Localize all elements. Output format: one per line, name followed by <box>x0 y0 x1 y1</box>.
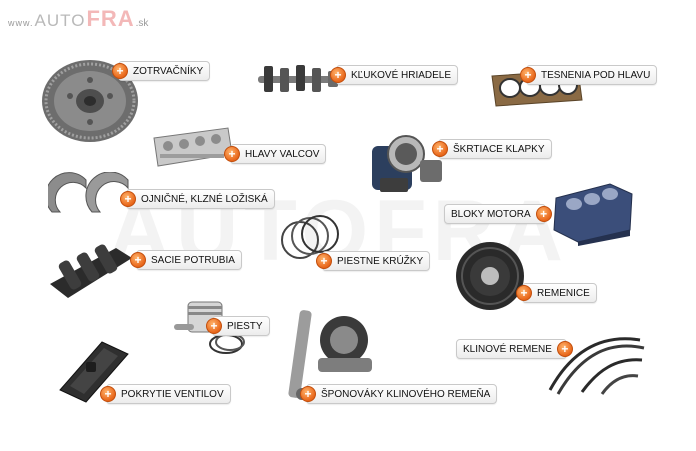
category-zotrvacniky[interactable]: + ZOTRVAČNÍKY <box>112 61 211 81</box>
category-sponovaky[interactable]: + ŠPONOVÁKY KLINOVÉHO REMEŇA <box>300 384 498 404</box>
cylinder-head-image[interactable] <box>150 124 234 170</box>
plus-icon: + <box>316 253 332 269</box>
category-klukove-hriadele[interactable]: + KĽUKOVÉ HRIADELE <box>330 65 459 85</box>
plus-icon: + <box>432 141 448 157</box>
category-piesty[interactable]: + PIESTY <box>206 316 270 336</box>
pulley-image[interactable] <box>454 240 526 312</box>
engine-block-image[interactable] <box>550 180 636 246</box>
plus-icon: + <box>130 252 146 268</box>
valve-cover-image[interactable] <box>56 336 132 406</box>
plus-icon: + <box>535 206 552 222</box>
plus-icon: + <box>120 191 136 207</box>
plus-icon: + <box>112 63 128 79</box>
category-label: BLOKY MOTORA <box>451 208 531 220</box>
category-label: SACIE POTRUBIA <box>151 254 235 266</box>
plus-icon: + <box>516 285 532 301</box>
plus-icon: + <box>556 341 573 357</box>
bearing-shells-image[interactable] <box>48 172 134 218</box>
category-hlavy-valcov[interactable]: + HLAVY VALCOV <box>224 144 327 164</box>
category-remenice[interactable]: + REMENICE <box>516 283 597 303</box>
category-label: ŠPONOVÁKY KLINOVÉHO REMEŇA <box>321 388 491 400</box>
category-label: ŠKRTIACE KLAPKY <box>453 143 545 155</box>
category-label: PIESTY <box>227 320 263 332</box>
category-label: TESNENIA POD HLAVU <box>541 69 651 81</box>
category-piestne-kruzky[interactable]: + PIESTNE KRÚŽKY <box>316 251 431 271</box>
plus-icon: + <box>224 146 240 162</box>
logo-www: www. <box>8 18 34 28</box>
plus-icon: + <box>330 67 346 83</box>
logo-auto: AUTO <box>34 11 86 30</box>
plus-icon: + <box>300 386 316 402</box>
throttle-body-image[interactable] <box>362 132 448 198</box>
flywheel-image[interactable] <box>40 58 140 143</box>
category-ojnicne-lozisko[interactable]: + OJNIČNÉ, KLZNÉ LOŽISKÁ <box>120 189 275 209</box>
logo-fra: FRA <box>86 6 135 31</box>
category-sacie-potrubia[interactable]: + SACIE POTRUBIA <box>130 250 242 270</box>
category-label: OJNIČNÉ, KLZNÉ LOŽISKÁ <box>141 193 268 205</box>
category-label: REMENICE <box>537 287 590 299</box>
category-label: POKRYTIE VENTILOV <box>121 388 224 400</box>
crankshaft-image[interactable] <box>256 62 342 96</box>
category-label: KLINOVÉ REMENE <box>463 343 552 355</box>
v-belt-image[interactable] <box>542 330 648 398</box>
plus-icon: + <box>520 67 536 83</box>
belt-tensioner-image[interactable] <box>288 300 382 404</box>
category-bloky-motora[interactable]: BLOKY MOTORA + <box>444 204 552 224</box>
logo-sk: .sk <box>135 18 149 29</box>
intake-manifold-image[interactable] <box>46 240 136 302</box>
plus-icon: + <box>100 386 116 402</box>
category-klinove-remene[interactable]: KLINOVÉ REMENE + <box>456 339 573 359</box>
category-pokrytie-ventilov[interactable]: + POKRYTIE VENTILOV <box>100 384 231 404</box>
site-logo[interactable]: www. AUTO FRA .sk <box>8 6 149 31</box>
category-tesnenia-pod-hlavu[interactable]: + TESNENIA POD HLAVU <box>520 65 658 85</box>
category-label: HLAVY VALCOV <box>245 148 320 160</box>
piston-rings-image[interactable] <box>278 212 344 262</box>
category-label: KĽUKOVÉ HRIADELE <box>351 69 452 81</box>
category-skrtiace-klapky[interactable]: + ŠKRTIACE KLAPKY <box>432 139 552 159</box>
plus-icon: + <box>206 318 222 334</box>
category-label: PIESTNE KRÚŽKY <box>337 255 424 267</box>
category-label: ZOTRVAČNÍKY <box>133 65 204 77</box>
